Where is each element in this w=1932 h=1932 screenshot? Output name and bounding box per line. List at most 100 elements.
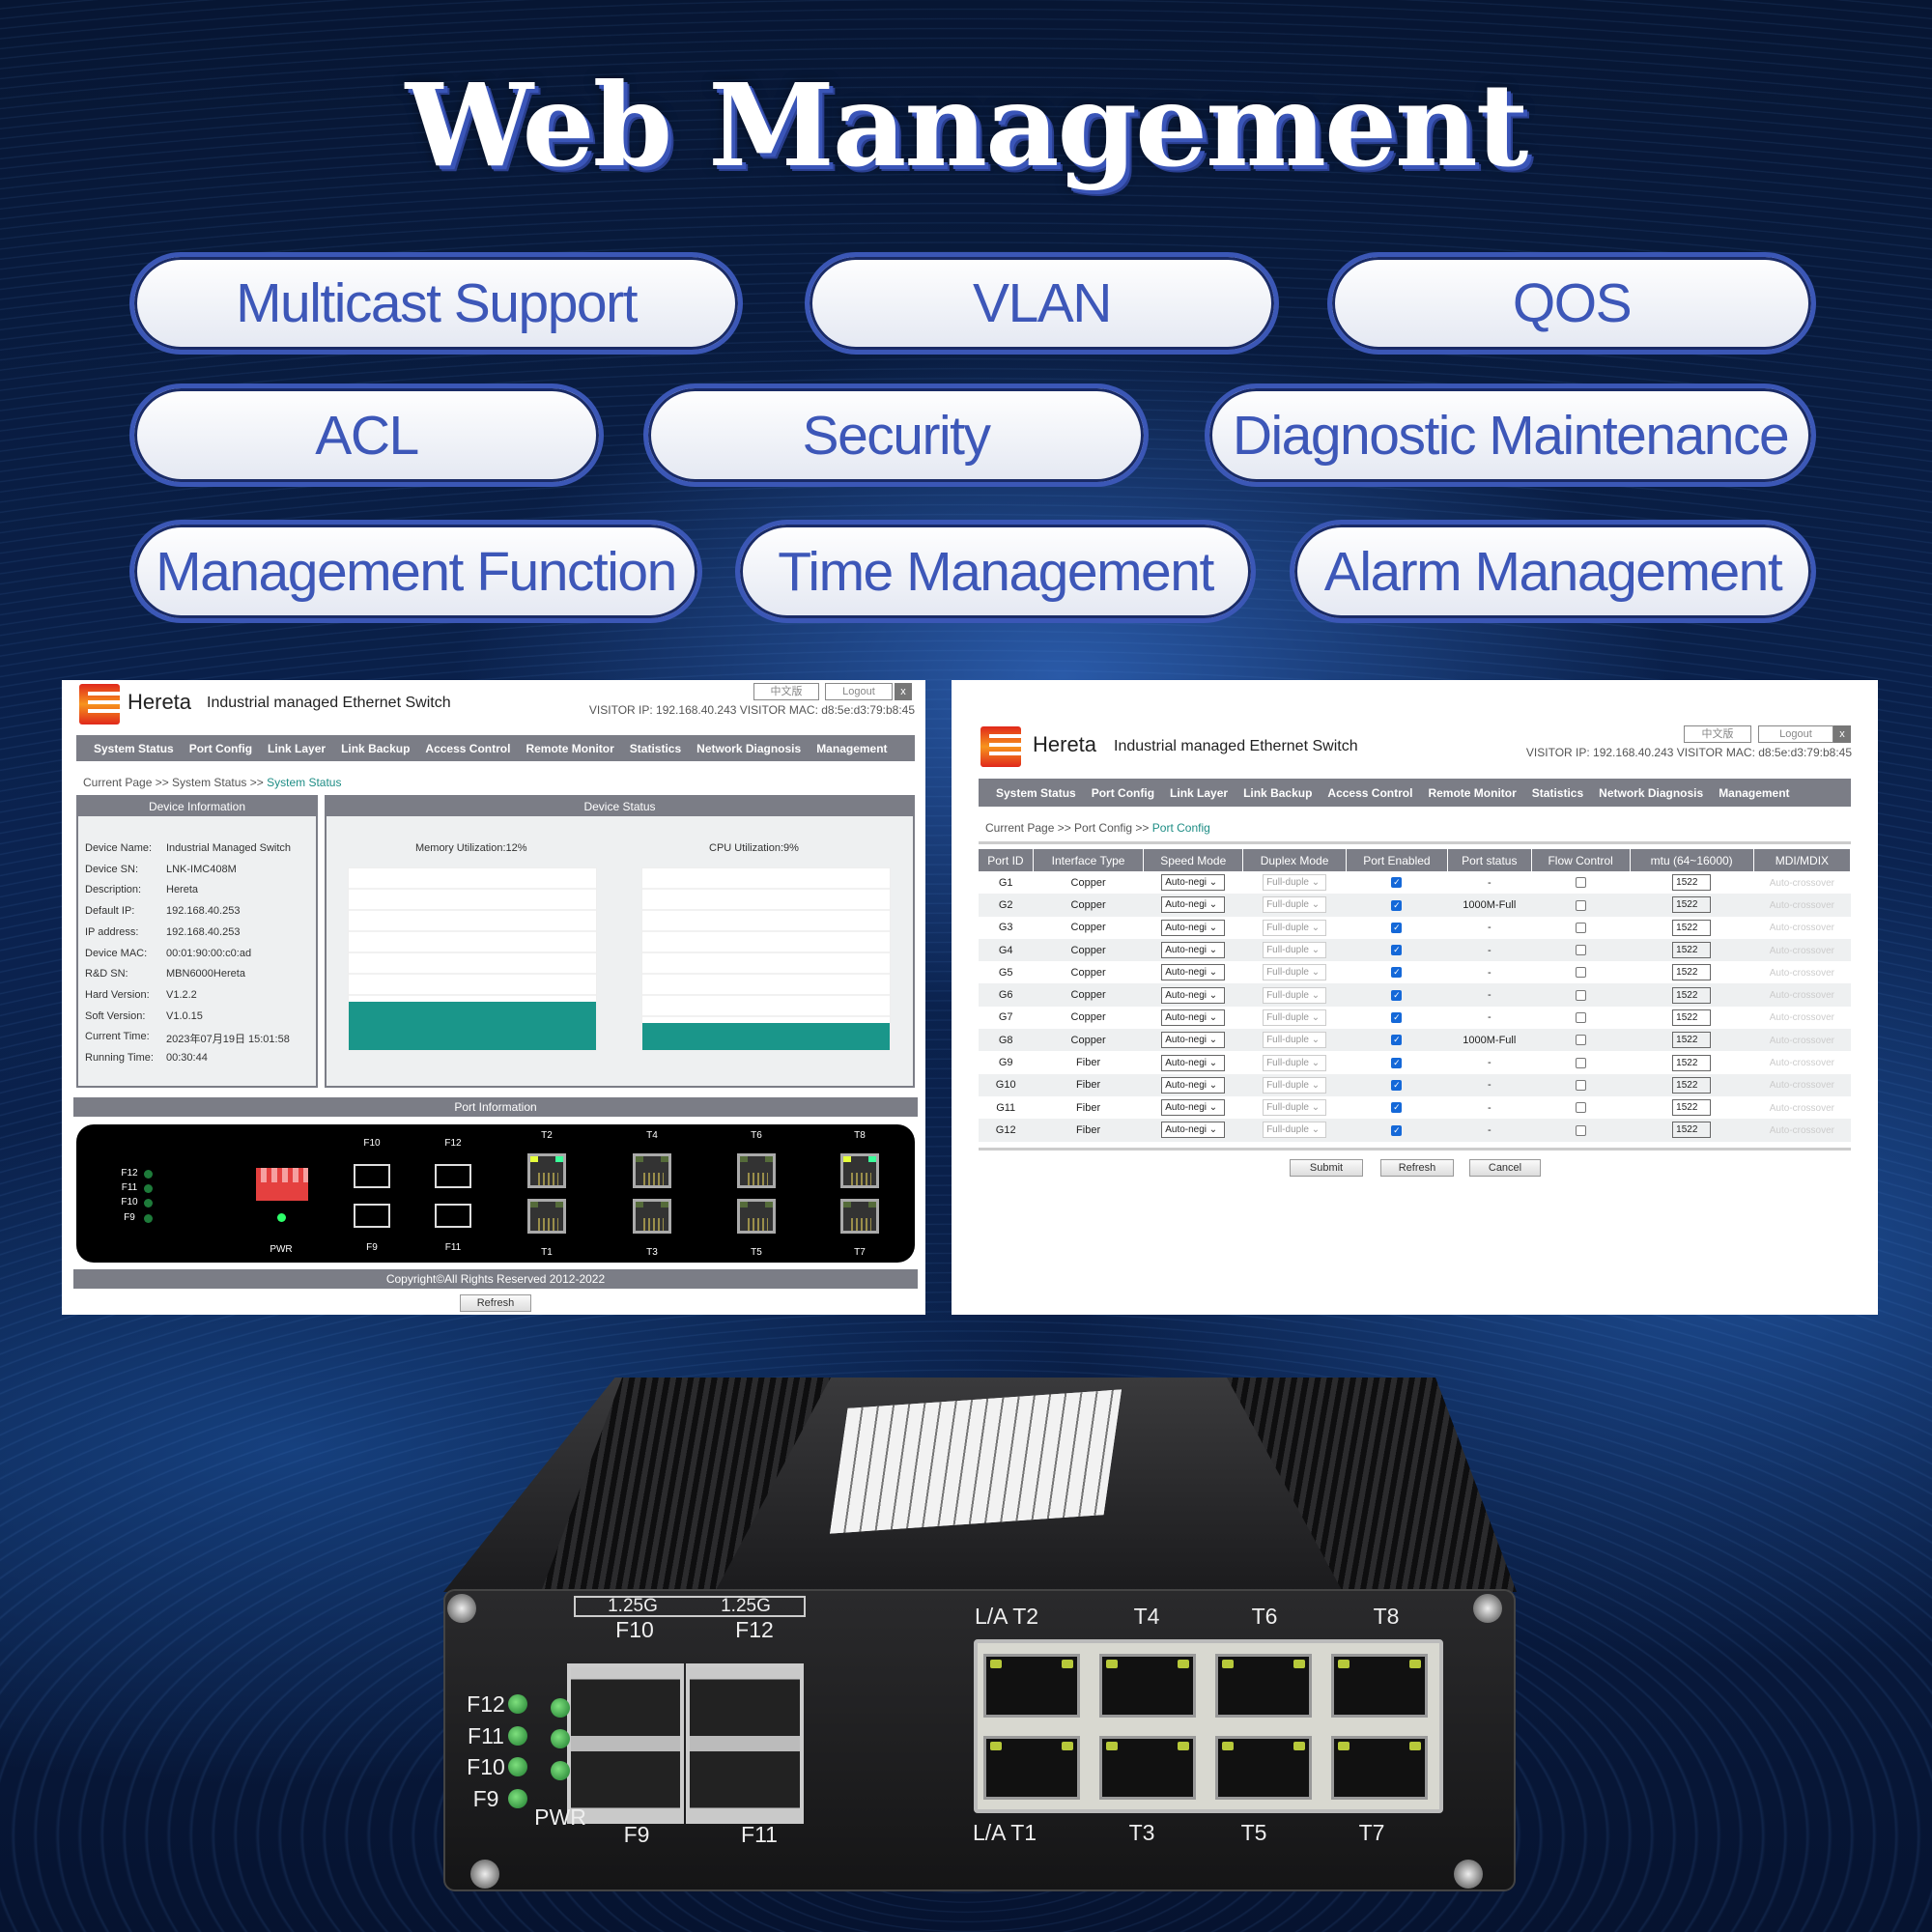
mtu-input[interactable]: 1522 xyxy=(1672,1076,1712,1094)
mtu-input[interactable]: 1522 xyxy=(1672,986,1712,1004)
nav-item[interactable]: Network Diagnosis xyxy=(696,741,802,755)
nav-item[interactable]: Link Backup xyxy=(341,741,411,755)
speed-mode-select[interactable]: Auto-negi ⌄ xyxy=(1161,874,1226,892)
nav-item[interactable]: Management xyxy=(1719,785,1790,800)
nav-item[interactable]: Network Diagnosis xyxy=(1599,785,1704,800)
speed-mode-select[interactable]: Auto-negi ⌄ xyxy=(1161,986,1226,1004)
mtu-input[interactable]: 1522 xyxy=(1672,964,1712,981)
mtu-input[interactable]: 1522 xyxy=(1672,874,1712,892)
port-enabled-checkbox[interactable]: ✓ xyxy=(1391,899,1403,911)
port-id: G5 xyxy=(998,966,1013,979)
nav-item[interactable]: Port Config xyxy=(1091,785,1155,800)
flow-control-checkbox[interactable] xyxy=(1575,989,1586,1001)
mtu-input[interactable]: 1522 xyxy=(1672,1099,1712,1117)
nav-item[interactable]: Statistics xyxy=(1531,785,1584,800)
port-enabled-checkbox[interactable]: ✓ xyxy=(1391,967,1403,979)
flow-control-checkbox[interactable] xyxy=(1575,922,1586,933)
language-button[interactable]: 中文版 xyxy=(753,683,819,700)
speed-mode-select[interactable]: Auto-negi ⌄ xyxy=(1161,1054,1226,1071)
speed-mode-select[interactable]: Auto-negi ⌄ xyxy=(1161,964,1226,981)
nav-item[interactable]: System Status xyxy=(94,741,174,755)
speed-mode-value: Auto-negi xyxy=(1165,899,1208,911)
rj45-port[interactable] xyxy=(633,1199,671,1234)
sfp-port[interactable] xyxy=(435,1164,471,1188)
port-enabled-checkbox[interactable]: ✓ xyxy=(1391,989,1403,1001)
submit-button[interactable]: Submit xyxy=(1290,1159,1363,1177)
sfp-port[interactable] xyxy=(354,1204,390,1228)
nav-item[interactable]: Link Backup xyxy=(1243,785,1313,800)
mtu-input[interactable]: 1522 xyxy=(1672,1054,1712,1071)
speed-mode-select[interactable]: Auto-negi ⌄ xyxy=(1161,1122,1226,1139)
speed-mode-select[interactable]: Auto-negi ⌄ xyxy=(1161,1032,1226,1049)
speed-label: 1.25G xyxy=(721,1596,771,1616)
mtu-input[interactable]: 1522 xyxy=(1672,1009,1712,1026)
port-id: G6 xyxy=(979,983,1034,1007)
speed-mode-select[interactable]: Auto-negi ⌄ xyxy=(1161,942,1226,959)
nav-item[interactable]: Port Config xyxy=(188,741,253,755)
flow-control-checkbox[interactable] xyxy=(1575,1012,1586,1024)
port-enabled-checkbox[interactable]: ✓ xyxy=(1391,945,1403,956)
logout-button[interactable]: Logout xyxy=(825,683,893,700)
nav-item[interactable]: Link Layer xyxy=(1170,785,1229,800)
speed-mode-select[interactable]: Auto-negi ⌄ xyxy=(1161,1009,1226,1026)
column-header: Port Enabled xyxy=(1346,849,1448,871)
flow-control-checkbox[interactable] xyxy=(1575,877,1586,889)
nav-item[interactable]: Remote Monitor xyxy=(1428,785,1517,800)
flow-control-checkbox[interactable] xyxy=(1575,967,1586,979)
speed-mode-select[interactable]: Auto-negi ⌄ xyxy=(1161,1076,1226,1094)
system-status-screenshot: Hereta Industrial managed Ethernet Switc… xyxy=(62,680,925,1315)
port-enabled-checkbox[interactable]: ✓ xyxy=(1391,1124,1403,1136)
rj45-port[interactable] xyxy=(527,1199,566,1234)
refresh-button[interactable]: Refresh xyxy=(1380,1159,1454,1177)
port-enabled-checkbox[interactable]: ✓ xyxy=(1391,1102,1403,1114)
logout-button[interactable]: Logout xyxy=(1758,725,1833,743)
port-enabled-checkbox[interactable]: ✓ xyxy=(1391,1012,1403,1024)
nav-item[interactable]: System Status xyxy=(996,785,1076,800)
sfp-port[interactable] xyxy=(435,1204,471,1228)
rj45-port[interactable] xyxy=(840,1199,879,1234)
flow-control-checkbox[interactable] xyxy=(1575,1035,1586,1046)
nav-item[interactable]: Remote Monitor xyxy=(526,741,614,755)
port-enabled-checkbox[interactable]: ✓ xyxy=(1391,1079,1403,1091)
mtu-input[interactable]: 1522 xyxy=(1672,896,1712,914)
flow-control-checkbox[interactable] xyxy=(1575,899,1586,911)
flow-control-checkbox[interactable] xyxy=(1575,1079,1586,1091)
mtu-input[interactable]: 1522 xyxy=(1672,1122,1712,1139)
visitor-info: VISITOR IP: 192.168.40.243 VISITOR MAC: … xyxy=(588,703,915,717)
flow-control-checkbox[interactable] xyxy=(1575,945,1586,956)
port-enabled-checkbox[interactable]: ✓ xyxy=(1391,877,1403,889)
flow-control-checkbox[interactable] xyxy=(1575,1057,1586,1068)
breadcrumb-current[interactable]: Port Config xyxy=(1151,821,1210,835)
rj45-port[interactable] xyxy=(840,1153,879,1188)
rj45-port[interactable] xyxy=(633,1153,671,1188)
mtu-input[interactable]: 1522 xyxy=(1672,1032,1712,1049)
cancel-button[interactable]: Cancel xyxy=(1469,1159,1541,1177)
breadcrumb-current[interactable]: System Status xyxy=(267,776,342,789)
port-enabled-checkbox[interactable]: ✓ xyxy=(1391,1035,1403,1046)
close-button[interactable]: x xyxy=(895,683,912,700)
port-enabled-checkbox[interactable]: ✓ xyxy=(1391,922,1403,933)
refresh-button[interactable]: Refresh xyxy=(460,1294,531,1312)
nav-item[interactable]: Access Control xyxy=(425,741,511,755)
nav-item[interactable]: Access Control xyxy=(1327,785,1413,800)
info-row: R&D SN:MBN6000Hereta xyxy=(85,968,245,980)
speed-mode-select[interactable]: Auto-negi ⌄ xyxy=(1161,919,1226,936)
rj45-port[interactable] xyxy=(527,1153,566,1188)
copyright: Copyright©All Rights Reserved 2012-2022 xyxy=(73,1269,918,1289)
port-enabled-checkbox[interactable]: ✓ xyxy=(1391,1057,1403,1068)
nav-item[interactable]: Statistics xyxy=(629,741,682,755)
speed-mode-select[interactable]: Auto-negi ⌄ xyxy=(1161,896,1226,914)
rj45-port[interactable] xyxy=(737,1199,776,1234)
speed-mode-select[interactable]: Auto-negi ⌄ xyxy=(1161,1099,1226,1117)
nav-item[interactable]: Management xyxy=(816,741,888,755)
rj45-port[interactable] xyxy=(737,1153,776,1188)
sfp-label: F12 xyxy=(444,1138,462,1149)
mtu-input[interactable]: 1522 xyxy=(1672,942,1712,959)
mtu-input[interactable]: 1522 xyxy=(1672,919,1712,936)
language-button[interactable]: 中文版 xyxy=(1684,725,1751,743)
nav-item[interactable]: Link Layer xyxy=(268,741,327,755)
close-button[interactable]: x xyxy=(1833,725,1851,743)
flow-control-checkbox[interactable] xyxy=(1575,1102,1586,1114)
flow-control-checkbox[interactable] xyxy=(1575,1124,1586,1136)
sfp-port[interactable] xyxy=(354,1164,390,1188)
